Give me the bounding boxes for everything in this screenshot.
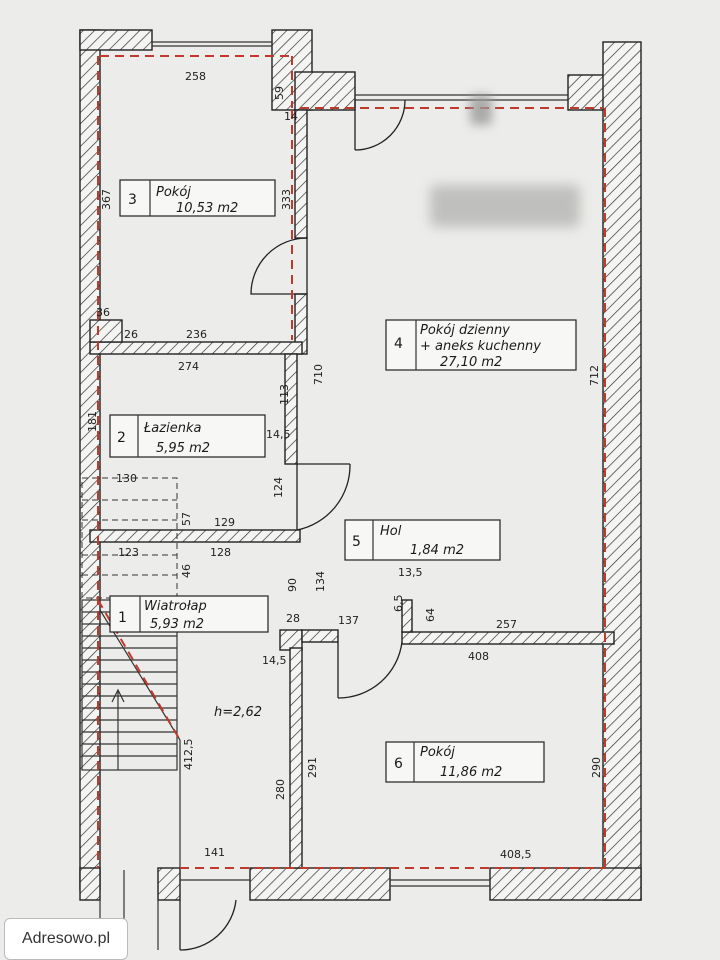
dim-13-5: 13,5	[398, 566, 423, 579]
svg-text:2: 2	[117, 430, 126, 446]
dim-124: 124	[272, 477, 285, 498]
dim-367: 367	[100, 189, 113, 210]
dim-36: 36	[96, 306, 110, 319]
room-4-label: 4 Pokój dzienny + aneks kuchenny 27,10 m…	[385, 319, 577, 371]
svg-text:11,86 m2: 11,86 m2	[440, 765, 502, 780]
wall-top-left	[79, 29, 153, 51]
dim-113: 113	[278, 384, 291, 405]
redacted-blur-small	[470, 95, 492, 125]
wall-room6-left	[289, 647, 303, 869]
dim-90: 90	[286, 578, 299, 592]
wall-room6-top	[401, 631, 615, 645]
doors	[179, 99, 406, 951]
red-measure-lines	[97, 55, 606, 869]
dim-181: 181	[86, 411, 99, 432]
svg-text:Pokój: Pokój	[156, 185, 191, 200]
dim-59: 59	[273, 86, 286, 100]
dim-128: 128	[210, 546, 231, 559]
windows	[152, 41, 568, 887]
svg-text:Łazienka: Łazienka	[143, 421, 201, 436]
wall-hol-stub	[401, 599, 413, 633]
interior-walls	[89, 109, 615, 869]
dim-408-5: 408,5	[500, 848, 532, 861]
dim-236: 236	[186, 328, 207, 341]
room-5-label: 5 Hol 1,84 m2	[344, 519, 501, 561]
redacted-blur	[430, 185, 580, 227]
dim-333: 333	[280, 189, 293, 210]
svg-text:Pokój dzienny: Pokój dzienny	[420, 323, 510, 338]
dim-408: 408	[468, 650, 489, 663]
room-6-label: 6 Pokój 11,86 m2	[385, 741, 545, 783]
wall-room6-top-left	[301, 629, 339, 643]
dim-46: 46	[180, 564, 193, 578]
dimension-labels: 258 59 14 367 333 36 26 236 274 710 113 …	[86, 70, 603, 861]
svg-text:5: 5	[352, 534, 361, 550]
wall-room3-bottom	[89, 341, 303, 355]
wall-bath-bottom	[89, 529, 301, 543]
dim-274: 274	[178, 360, 199, 373]
wall-bottom-mid	[249, 867, 391, 901]
svg-text:+ aneks kuchenny: + aneks kuchenny	[420, 339, 541, 354]
dim-710: 710	[312, 364, 325, 385]
dim-141: 141	[204, 846, 225, 859]
svg-text:Wiatrołap: Wiatrołap	[144, 599, 207, 614]
dim-712: 712	[588, 365, 601, 386]
svg-text:1: 1	[118, 610, 127, 626]
dim-291: 291	[306, 757, 319, 778]
dim-14-5b: 14,5	[262, 654, 287, 667]
dim-290: 290	[590, 757, 603, 778]
wall-small-block	[89, 319, 123, 343]
dim-134: 134	[314, 571, 327, 592]
svg-text:3: 3	[128, 192, 137, 208]
dim-137: 137	[338, 614, 359, 627]
dim-26: 26	[124, 328, 138, 341]
dim-258: 258	[185, 70, 206, 83]
svg-text:6: 6	[394, 756, 403, 772]
wall-room3-right-top	[294, 109, 308, 239]
room-2-label: 2 Łazienka 5,95 m2	[109, 414, 266, 458]
svg-text:Pokój: Pokój	[420, 745, 455, 760]
wall-bottom-left	[79, 867, 101, 901]
wall-bottom-right	[489, 867, 642, 901]
dim-6-5: 6,5	[392, 595, 405, 613]
dim-257: 257	[496, 618, 517, 631]
wall-bump	[294, 71, 356, 111]
svg-text:5,93 m2: 5,93 m2	[150, 617, 204, 632]
room-3-label: 3 Pokój 10,53 m2	[119, 179, 276, 217]
height-note: h=2,62	[214, 705, 262, 720]
wall-right	[602, 41, 642, 901]
wall-porch-left	[157, 867, 181, 901]
dim-14-5a: 14,5	[266, 428, 291, 441]
dim-28: 28	[286, 612, 300, 625]
wall-vest-post	[279, 629, 303, 651]
dim-57: 57	[180, 512, 193, 526]
svg-text:1,84 m2: 1,84 m2	[410, 543, 464, 558]
dim-130: 130	[116, 472, 137, 485]
dim-129: 129	[214, 516, 235, 529]
dim-412-5: 412,5	[182, 739, 195, 771]
svg-text:Hol: Hol	[380, 524, 402, 539]
dim-64: 64	[424, 608, 437, 622]
wall-bath-right	[284, 353, 298, 465]
watermark-badge: Adresowo.pl	[4, 918, 128, 960]
room-1-label: 1 Wiatrołap 5,93 m2	[109, 595, 269, 633]
svg-text:5,95 m2: 5,95 m2	[156, 441, 210, 456]
svg-text:4: 4	[394, 336, 403, 352]
dim-123: 123	[118, 546, 139, 559]
dim-280: 280	[274, 779, 287, 800]
svg-text:10,53 m2: 10,53 m2	[176, 201, 238, 216]
dim-14: 14	[284, 110, 298, 123]
svg-text:27,10 m2: 27,10 m2	[440, 355, 502, 370]
outer-walls	[79, 29, 642, 901]
